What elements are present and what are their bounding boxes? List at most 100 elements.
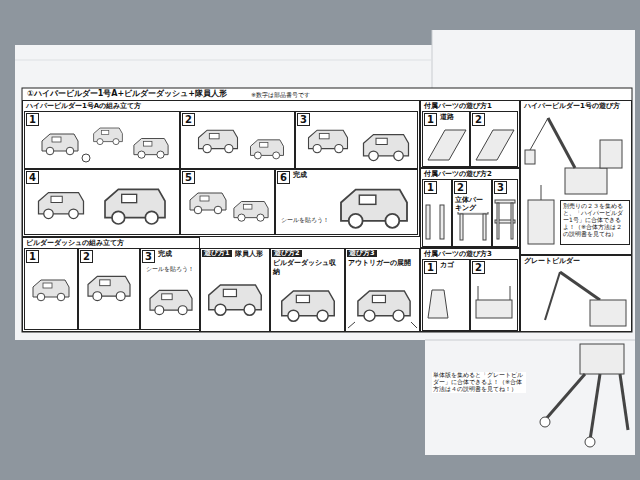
section-heading: ハイパービルダー1号Aの組み立て方 <box>24 102 143 110</box>
note-label: シールを貼ろう！ <box>145 266 195 273</box>
parts-illustration-part <box>497 203 499 239</box>
step-box: 2 立体パーキング <box>452 179 492 247</box>
step-box: 4 <box>24 169 180 235</box>
step-number: 1 <box>26 250 39 263</box>
step-number: 6 <box>277 171 290 184</box>
crane-illustration-part <box>590 374 600 440</box>
crane-illustration-part <box>560 272 600 300</box>
step-box: 2 <box>78 248 140 330</box>
step-caption: 立体パーキング <box>454 196 490 212</box>
step-box: 1道路 <box>422 111 470 167</box>
crane-illustration-part <box>525 150 535 164</box>
assembly-illustration-part <box>209 285 262 315</box>
box-header: 1 <box>25 112 179 127</box>
box-header: 3完成 <box>141 249 199 264</box>
box-header: 6完成 <box>276 170 417 185</box>
parts-illustration-part <box>510 286 511 300</box>
assembly-illustration-part <box>348 322 355 328</box>
assembly-illustration-part <box>42 134 78 155</box>
assembly-illustration-part <box>251 140 284 159</box>
section-heading: 付属パーツの遊び方1 <box>422 102 494 110</box>
crane-illustration-part <box>585 437 595 447</box>
step-box: 1カゴ <box>422 259 470 331</box>
box-header: ハイパービルダー1号の遊び方 <box>521 101 631 111</box>
paper <box>15 30 635 455</box>
step-caption: 完成 <box>157 250 173 258</box>
step-caption: カゴ <box>439 261 455 269</box>
box-header: 遊び方1隊員人形 <box>201 249 269 259</box>
play-tag: 遊び方1 <box>202 250 232 257</box>
section-panel: グレートビルダー <box>520 255 632 332</box>
play-tag: 遊び方3 <box>347 250 377 257</box>
play-caption: アウトリガーの展開 <box>347 259 412 267</box>
step-number: 2 <box>80 250 93 263</box>
note-box: 別売りの２３を集めると、「ハイパービルダー1号」に合体できるよ！（※合体方法は２… <box>560 200 630 245</box>
note-label: 単体版を集めると「グレートビルダー」に合体できるよ！（※合体方法は４の説明書を見… <box>432 372 526 393</box>
step-number: 1 <box>424 261 437 274</box>
section-panel: 付属パーツの遊び方212立体パーキング3 <box>420 168 520 248</box>
step-box: 遊び方2 ビルダーダッシュ収納 <box>270 248 345 332</box>
parts-illustration-part <box>511 203 513 239</box>
step-caption: 道路 <box>439 113 455 121</box>
note-label: ※数字は部品番号です <box>250 92 311 99</box>
section-panel: ハイパービルダー1号Aの組み立て方 1 2 3 45 6完成 <box>22 100 420 237</box>
play-caption: ビルダーダッシュ収納 <box>272 259 343 275</box>
parts-illustration-part <box>476 130 514 160</box>
step-box: 3 <box>492 179 518 247</box>
section-heading: 付属パーツの遊び方3 <box>422 250 494 258</box>
assembly-illustration-part <box>105 189 165 224</box>
step-box: 1 <box>24 248 78 330</box>
paper-part <box>22 88 632 332</box>
step-number: 2 <box>472 113 485 126</box>
step-box: 2 <box>180 111 295 169</box>
crane-illustration <box>525 118 628 447</box>
crane-illustration-part <box>545 272 560 320</box>
section-heading: ビルダーダッシュの組み立て方 <box>24 239 126 247</box>
crane-illustration-part <box>600 140 622 168</box>
crane-illustration-part <box>565 168 607 194</box>
assembly-illustration-part <box>33 280 69 301</box>
assembly-illustration-part <box>358 291 410 321</box>
assembly-illustration-part <box>150 290 192 314</box>
parts-illustration-part <box>460 214 463 240</box>
crane-illustration-part <box>620 374 628 430</box>
step-number: 2 <box>454 181 467 194</box>
sheet-title: ①ハイパービルダー1号A+ビルダーダッシュ+隊員人形 <box>25 89 229 99</box>
step-box: 3完成 <box>140 248 200 330</box>
crane-illustration-part <box>590 300 626 326</box>
box-header: ビルダーダッシュの組み立て方 <box>23 238 199 248</box>
section-heading: 付属パーツの遊び方2 <box>422 170 494 178</box>
parts-illustration-part <box>426 205 430 239</box>
assembly-illustration-part <box>282 291 335 321</box>
assembly-illustration-part <box>364 135 409 161</box>
box-header: 4 <box>25 170 179 185</box>
step-box: 3 <box>295 111 418 169</box>
box-header: 付属パーツの遊び方3 <box>421 249 519 259</box>
crane-illustration-part <box>580 344 624 374</box>
assembly-illustration-part <box>82 154 90 162</box>
crane-illustration-part <box>541 185 542 200</box>
box-header: 2 <box>471 260 517 275</box>
step-box: 1 <box>24 111 180 169</box>
step-number: 2 <box>182 113 195 126</box>
step-number: 1 <box>424 113 437 126</box>
box-header: 2 <box>181 112 294 127</box>
box-header: 3 <box>296 112 417 127</box>
section-panel: 付属パーツの遊び方31カゴ2 <box>420 248 520 332</box>
box-header: 遊び方3 アウトリガーの展開 <box>346 249 419 269</box>
box-header: 1道路 <box>423 112 469 127</box>
assembly-illustration-part <box>88 276 130 300</box>
assembly-illustration-part <box>341 190 407 228</box>
note-text: 別売りの２３を集めると、「ハイパービルダー1号」に合体できるよ！（※合体方法は２… <box>562 202 628 238</box>
step-box: 遊び方3 アウトリガーの展開 <box>345 248 420 332</box>
section-panel: 付属パーツの遊び方11道路2 <box>420 100 520 168</box>
parts-illustration-part <box>428 290 448 318</box>
paper-part <box>425 340 635 341</box>
step-number: 5 <box>182 171 195 184</box>
assembly-illustration-part <box>94 128 123 145</box>
assembly-illustration-part <box>309 130 348 153</box>
assembly-illustration-part <box>411 322 417 328</box>
play-tag: 遊び方2 <box>272 250 302 257</box>
step-number: 1 <box>26 113 39 126</box>
step-box: 2 <box>470 111 518 167</box>
